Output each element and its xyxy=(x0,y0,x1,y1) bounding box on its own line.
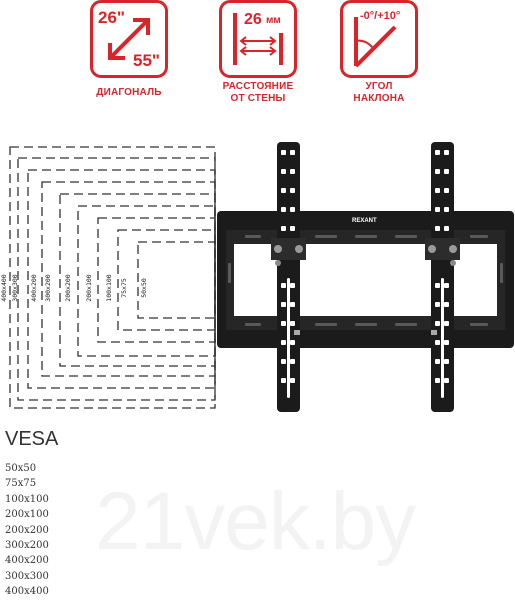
vesa-outlines xyxy=(9,146,216,409)
mount-hole xyxy=(444,321,449,326)
mount-hole xyxy=(290,302,295,307)
tilt-angle-value: -0°/+10° xyxy=(360,10,401,22)
mount-hole xyxy=(281,283,286,288)
mount-hole xyxy=(444,359,449,364)
mount-hole xyxy=(435,169,440,174)
tilt-caption: УГОЛ НАКЛОНА xyxy=(331,81,427,105)
vesa-outline-300x300 xyxy=(17,157,216,401)
watermark: 21vek.by xyxy=(95,476,416,567)
vesa-outline-label: 50x50 xyxy=(140,278,148,298)
mount-hole xyxy=(435,283,440,288)
vesa-outline-100x100 xyxy=(97,217,216,343)
mount-hole xyxy=(290,283,295,288)
vesa-outline-label: 400x200 xyxy=(30,274,38,301)
wall-distance-badge: 26 мм xyxy=(219,0,297,78)
mount-hole xyxy=(435,359,440,364)
diagonal-min-value: 26" xyxy=(98,8,125,27)
wall-distance-icon xyxy=(233,13,283,65)
mount-hole xyxy=(290,340,295,345)
mount-hole xyxy=(290,169,295,174)
mount-slot xyxy=(287,278,290,398)
tilt-caption-line2: НАКЛОНА xyxy=(353,93,405,104)
vesa-item: 300x200 xyxy=(5,540,49,552)
tilt-badge: -0°/+10° xyxy=(340,0,418,78)
mount-hole xyxy=(281,302,286,307)
mount-hole xyxy=(435,378,440,383)
vesa-outline-label: 200x100 xyxy=(85,274,93,301)
diagonal-badge: 26" 55" xyxy=(90,0,168,78)
mount-hole xyxy=(290,207,295,212)
tilt-angle-icon xyxy=(354,17,397,68)
mount-hole xyxy=(281,340,286,345)
mount-hole xyxy=(281,321,286,326)
vesa-outline-label: 200x200 xyxy=(64,274,72,301)
mount-hole xyxy=(281,359,286,364)
vesa-outline-label: 300x300 xyxy=(11,274,19,301)
mount-hole xyxy=(444,378,449,383)
mount-hole xyxy=(290,359,295,364)
mount-hole xyxy=(290,188,295,193)
mount-hole xyxy=(281,169,286,174)
mount-hole xyxy=(281,207,286,212)
vesa-item: 50x50 xyxy=(5,463,37,474)
vesa-outline-label: 100x100 xyxy=(105,274,113,301)
mount-slot xyxy=(441,278,444,398)
mount-hole xyxy=(290,378,295,383)
vesa-item: 400x400 xyxy=(5,586,49,598)
mount-hole xyxy=(281,188,286,193)
mount-hole xyxy=(435,340,440,345)
diagonal-caption: ДИАГОНАЛЬ xyxy=(82,87,176,99)
brand-label: REXANT xyxy=(352,218,377,224)
mount-hole xyxy=(435,150,440,155)
wall-distance-caption-line2: ОТ СТЕНЫ xyxy=(230,93,286,104)
mount-hole xyxy=(281,378,286,383)
mount-hole xyxy=(435,188,440,193)
wall-distance-caption: РАССТОЯНИЕ ОТ СТЕНЫ xyxy=(208,81,308,105)
diagonal-max-value: 55" xyxy=(133,51,160,70)
diagonal-caption-line: ДИАГОНАЛЬ xyxy=(96,87,162,98)
vesa-item: 100x100 xyxy=(5,493,49,505)
mount-hole xyxy=(435,207,440,212)
vesa-outline-label: 75x75 xyxy=(120,278,128,298)
mount-hole xyxy=(290,226,295,231)
vesa-list: 50x50 75x75 100x100 200x100 200x200 300x… xyxy=(5,461,49,600)
mount-hole xyxy=(435,226,440,231)
vesa-item: 200x200 xyxy=(5,524,49,536)
mount-hole xyxy=(281,150,286,155)
mount-hole xyxy=(444,150,449,155)
wall-mount-bracket: REXANT xyxy=(217,142,514,412)
mount-hole xyxy=(435,302,440,307)
diagonal-icon xyxy=(108,18,150,60)
vesa-item: 200x100 xyxy=(5,509,49,521)
mount-hole xyxy=(281,226,286,231)
wall-distance-value: 26 xyxy=(244,11,262,28)
tilt-caption-line1: УГОЛ xyxy=(365,81,393,92)
vesa-outline-75x75 xyxy=(117,229,216,331)
vesa-title: VESA xyxy=(5,428,59,450)
vesa-outline-label: 300x200 xyxy=(44,274,52,301)
wall-distance-unit: мм xyxy=(266,15,281,26)
vesa-item: 300x300 xyxy=(5,570,49,582)
vesa-outline-label: 400x400 xyxy=(0,274,8,301)
mount-hole xyxy=(290,321,295,326)
mount-hole xyxy=(435,321,440,326)
vesa-outline-50x50 xyxy=(137,241,216,319)
mount-hole xyxy=(290,150,295,155)
mount-hole xyxy=(444,226,449,231)
mount-hole xyxy=(444,340,449,345)
mount-hole xyxy=(444,188,449,193)
mount-hinges xyxy=(271,238,460,335)
wall-distance-caption-line1: РАССТОЯНИЕ xyxy=(222,81,294,92)
vesa-item: 400x200 xyxy=(5,555,49,567)
mount-hole xyxy=(444,302,449,307)
vesa-outline-400x400 xyxy=(9,146,216,409)
vesa-item: 75x75 xyxy=(5,478,37,490)
mount-hole xyxy=(444,283,449,288)
mount-hole xyxy=(444,207,449,212)
mount-hole xyxy=(444,169,449,174)
